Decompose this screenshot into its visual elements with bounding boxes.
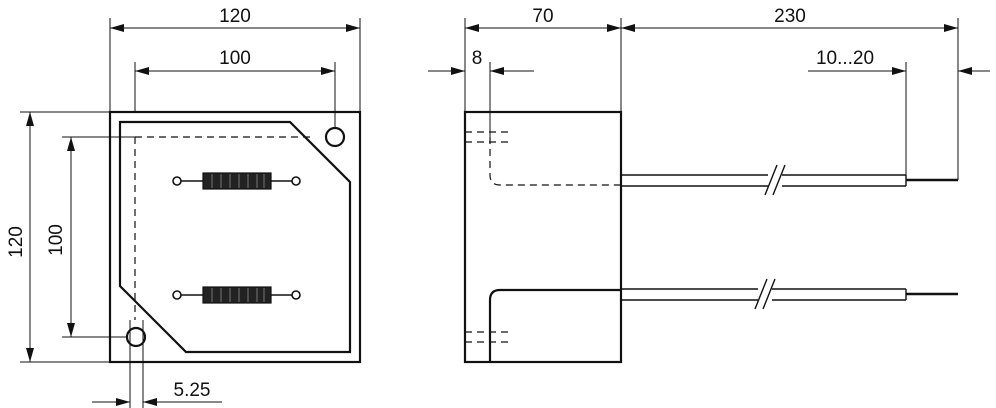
dim-side-depth: 70 bbox=[464, 6, 622, 175]
side-body-outline bbox=[463, 110, 623, 364]
resistor-bottom-terminal-left bbox=[172, 290, 182, 300]
dim-label-front-height-inner: 100 bbox=[46, 224, 67, 256]
dim-label-side-step: 8 bbox=[472, 48, 483, 69]
resistor-top-terminal-left bbox=[172, 176, 182, 186]
front-view: 120 100 120 100 bbox=[6, 6, 362, 408]
dim-front-height-outer: 120 bbox=[6, 111, 110, 363]
side-view: 70 230 10...20 8 bbox=[428, 6, 990, 364]
side-hidden-holes bbox=[465, 131, 508, 343]
dim-label-side-depth: 70 bbox=[532, 6, 553, 27]
dim-label-front-width-outer: 120 bbox=[219, 6, 251, 27]
resistor-top-body bbox=[202, 172, 272, 190]
side-cable-channel-upper-hidden bbox=[489, 137, 621, 186]
dim-front-width-inner: 100 bbox=[134, 48, 336, 128]
dim-hole-offset: 5.25 bbox=[92, 320, 222, 408]
dim-label-front-height-outer: 120 bbox=[6, 226, 27, 258]
dim-front-width-outer: 120 bbox=[109, 6, 361, 112]
resistor-bottom-body bbox=[202, 286, 272, 304]
mounting-hole-top-right bbox=[324, 126, 346, 148]
resistor-top-terminal-right bbox=[291, 176, 301, 186]
dim-label-lead-length: 230 bbox=[774, 6, 806, 27]
front-outer-outline bbox=[108, 110, 362, 364]
dim-label-hole-offset: 5.25 bbox=[174, 380, 211, 401]
lead-wire-upper bbox=[621, 164, 958, 196]
lead-wire-lower bbox=[621, 278, 958, 310]
resistor-top bbox=[172, 172, 301, 190]
dim-lead-strip: 10...20 bbox=[808, 48, 990, 175]
resistor-bottom-terminal-right bbox=[291, 290, 301, 300]
dim-label-lead-strip: 10...20 bbox=[816, 48, 874, 69]
side-cable-channel-lower bbox=[488, 288, 621, 362]
dim-front-height-inner: 100 bbox=[46, 136, 135, 338]
dim-lead-length: 230 bbox=[621, 6, 959, 180]
dim-label-front-width-inner: 100 bbox=[219, 48, 251, 69]
dim-side-step: 8 bbox=[428, 48, 534, 137]
front-inner-chamfered-outline bbox=[118, 120, 352, 354]
resistor-bottom bbox=[172, 286, 301, 304]
